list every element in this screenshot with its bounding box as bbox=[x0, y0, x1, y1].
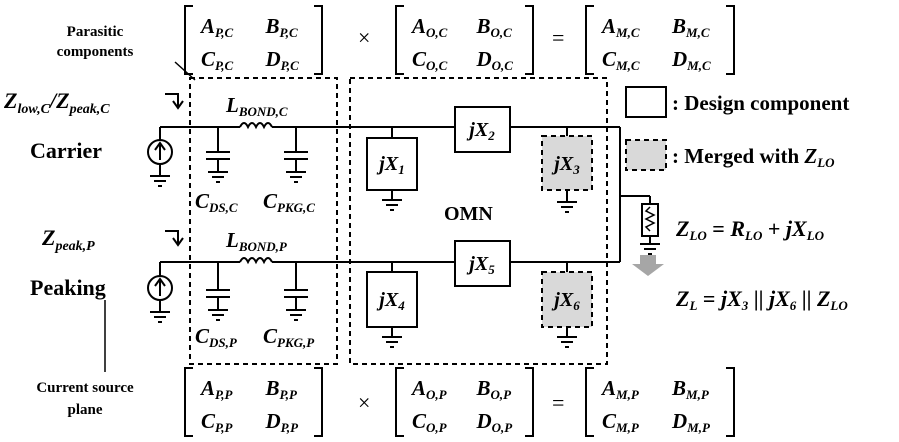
matrix-entry: AP,C bbox=[199, 14, 234, 40]
abcd-matrices: AP,C BP,C CP,C DP,C × AO,C BO,C CO,C DO,C = AM,C BM… bbox=[184, 5, 735, 437]
times-bottom: × bbox=[358, 390, 370, 415]
matrix-entry: BP,C bbox=[265, 14, 299, 40]
matrix-entry: CM,P bbox=[602, 409, 640, 435]
matrix-bottom-merged: AM,P BM,P CM,P DM,P bbox=[585, 367, 735, 437]
matrix-entry: CP,C bbox=[201, 47, 234, 73]
lbond-c-label: LBOND,C bbox=[225, 93, 288, 119]
lbond-p-label: LBOND,P bbox=[225, 228, 288, 254]
peaking-label: Peaking bbox=[30, 275, 106, 300]
omn-region bbox=[349, 77, 608, 365]
zlow-zpeak-label: Zlow,C/Zpeak,C bbox=[3, 88, 110, 117]
carrier-path bbox=[147, 106, 620, 213]
carrier-label: Carrier bbox=[30, 138, 102, 163]
jx4-label: jX4 bbox=[376, 289, 405, 313]
down-arrow-icon bbox=[632, 255, 664, 276]
zpeak-arrow-icon bbox=[165, 230, 179, 243]
matrix-entry: CM,C bbox=[602, 47, 640, 73]
jx3-label: jX3 bbox=[551, 153, 580, 177]
matrix-entry: CO,C bbox=[412, 47, 448, 73]
equals-bottom: = bbox=[552, 390, 564, 415]
matrix-entry: CP,P bbox=[201, 409, 234, 435]
parasitic-label-2: components bbox=[57, 44, 134, 60]
matrix-entry: AM,C bbox=[600, 14, 640, 40]
legend-design-label: : Design component bbox=[672, 91, 849, 115]
jx5-box bbox=[454, 240, 511, 287]
zlo-equation: ZLO = RLO + jXLO bbox=[675, 216, 825, 243]
equals-top: = bbox=[552, 25, 564, 50]
matrix-entry: DO,P bbox=[476, 409, 514, 435]
omn-label: OMN bbox=[444, 203, 493, 225]
zlow-arrow-icon bbox=[165, 93, 179, 106]
matrix-entry: DO,C bbox=[476, 47, 514, 73]
matrix-entry: BM,C bbox=[671, 14, 710, 40]
cds-c-label: CDS,C bbox=[195, 189, 238, 215]
matrix-entry: BM,P bbox=[671, 376, 710, 402]
zpeak-p-label: Zpeak,P bbox=[41, 225, 95, 254]
jx2-box bbox=[454, 106, 511, 153]
matrix-entry: DM,P bbox=[671, 409, 711, 435]
load-branch bbox=[619, 127, 661, 262]
matrix-entry: DM,C bbox=[671, 47, 711, 73]
matrix-entry: BO,C bbox=[476, 14, 513, 40]
peaking-path bbox=[147, 240, 620, 348]
jx6-label: jX6 bbox=[551, 289, 580, 313]
matrix-entry: AP,P bbox=[199, 376, 234, 402]
matrix-bottom-parasitic: AP,P BP,P CP,P DP,P bbox=[184, 367, 323, 437]
jx2-label: jX2 bbox=[466, 119, 495, 143]
jx5-label: jX5 bbox=[466, 253, 495, 277]
current-source-label-2: plane bbox=[67, 402, 102, 418]
matrix-top-omn: AO,C BO,C CO,C DO,C bbox=[395, 5, 534, 75]
parasitic-region bbox=[189, 77, 338, 365]
matrix-top-parasitic: AP,C BP,C CP,C DP,C bbox=[184, 5, 323, 75]
parasitic-label-1: Parasitic bbox=[67, 24, 124, 40]
cds-p-label: CDS,P bbox=[195, 324, 238, 350]
matrix-entry: DP,C bbox=[265, 47, 300, 73]
jx3-box bbox=[541, 135, 593, 191]
legend-merged-label: : Merged with ZLO bbox=[672, 144, 835, 170]
times-top: × bbox=[358, 25, 370, 50]
matrix-bottom-omn: AO,P BO,P CO,P DO,P bbox=[395, 367, 534, 437]
matrix-entry: AM,P bbox=[600, 376, 640, 402]
jx1-label: jX1 bbox=[376, 153, 404, 177]
matrix-entry: CO,P bbox=[412, 409, 448, 435]
cpkg-c-label: CPKG,C bbox=[263, 189, 315, 215]
matrix-entry: BP,P bbox=[265, 376, 299, 402]
cpkg-p-label: CPKG,P bbox=[263, 324, 315, 350]
legend-design-box bbox=[625, 86, 667, 118]
jx6-box bbox=[541, 271, 593, 328]
legend-merged-box bbox=[625, 139, 667, 171]
matrix-entry: AO,P bbox=[410, 376, 448, 402]
matrix-entry: AO,C bbox=[410, 14, 448, 40]
load-resistor-icon bbox=[641, 203, 659, 237]
matrix-top-merged: AM,C BM,C CM,C DM,C bbox=[585, 5, 735, 75]
current-source-label-1: Current source bbox=[36, 380, 134, 396]
matrix-entry: DP,P bbox=[265, 409, 300, 435]
matrix-entry: BO,P bbox=[476, 376, 513, 402]
zl-equation: ZL = jX3 || jX6 || ZLO bbox=[675, 286, 848, 313]
